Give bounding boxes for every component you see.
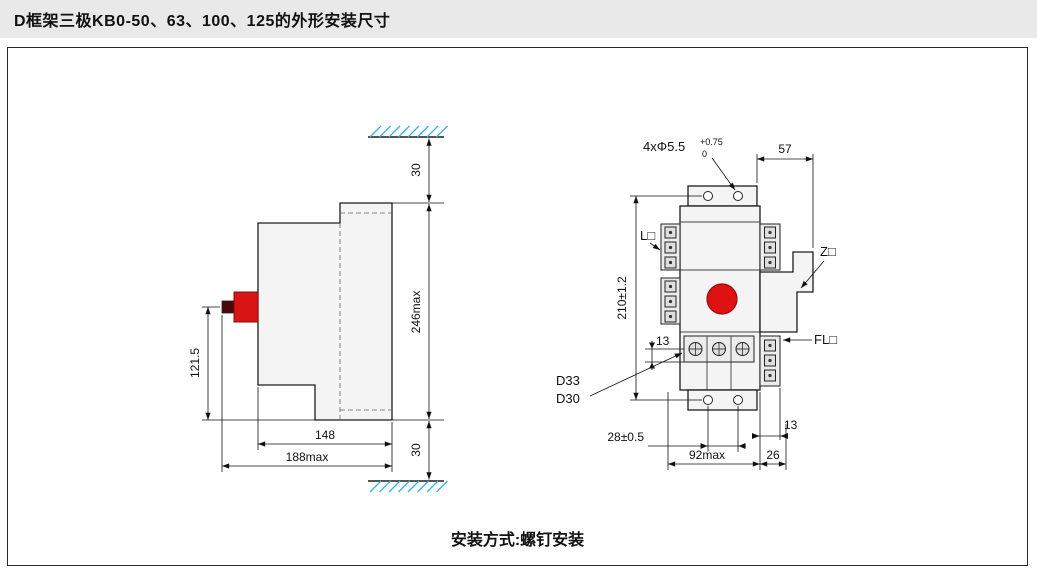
dim-bottom-clearance-label: 30 <box>409 443 423 457</box>
page-title: D框架三极KB0-50、63、100、125的外形安装尺寸 <box>14 13 391 30</box>
dim-hole-horizontal-label: 28±0.5 <box>607 430 644 444</box>
dim-body-width: 92max <box>667 392 761 470</box>
right-terminal-block-upper <box>759 223 781 271</box>
dim-overall-depth: 188max <box>221 315 393 472</box>
dim-right-ext-label: 26 <box>766 448 780 462</box>
dim-hole-vertical-label: 210±1.2 <box>615 276 629 320</box>
right-terminal-callout: Z□ <box>800 243 837 289</box>
terminal-left-label: L□ <box>640 228 655 243</box>
dim-height-chain: 30 246max 30 <box>392 138 444 480</box>
model-callout: D33 D30 <box>555 352 683 407</box>
left-terminal-block-upper <box>660 223 681 271</box>
left-terminal-block-lower <box>660 277 681 325</box>
dim-handle-height: 121.5 <box>187 306 315 421</box>
red-indicator-button <box>706 283 738 315</box>
middle-screw-terminals <box>683 335 755 363</box>
dim-overall-height-label: 246max <box>409 291 423 334</box>
mounting-holes-label: 4xΦ5.5 <box>643 139 685 154</box>
dim-mid-terminal-offset: 13 <box>645 333 684 370</box>
right-terminal-block-lower <box>759 335 781 387</box>
mounting-hole-top-left <box>703 191 713 201</box>
hole-tolerance-lower: 0 <box>702 149 707 159</box>
dim-side-extension: 57 <box>756 141 814 248</box>
dim-handle-height-label: 121.5 <box>188 348 202 378</box>
dim-top-clearance-label: 30 <box>409 163 423 177</box>
mounting-holes-callout: 4xΦ5.5 +0.75 0 <box>642 136 736 191</box>
terminal-right-label: Z□ <box>820 244 836 259</box>
dim-right-terminal-label: 13 <box>784 418 798 432</box>
dim-right-extension-width: 26 <box>759 424 787 470</box>
side-view-body <box>257 202 393 421</box>
dim-body-width-label: 92max <box>689 448 725 462</box>
model-d30-label: D30 <box>556 391 580 406</box>
handle-tip <box>221 300 235 314</box>
front-view: 210±1.2 57 4xΦ5.5 +0.75 0 L□ <box>555 136 838 470</box>
dim-hole-vertical-spacing: 210±1.2 <box>614 195 702 401</box>
content-frame <box>7 47 1028 566</box>
mounting-hole-bottom-right <box>733 395 743 405</box>
feedback-terminal-callout: FL□ <box>782 331 838 348</box>
hole-tolerance-upper: +0.75 <box>700 137 723 147</box>
title-bar: D框架三极KB0-50、63、100、125的外形安装尺寸 <box>0 0 1037 38</box>
mounting-hole-top-right <box>733 191 743 201</box>
top-mounting-surface <box>368 125 448 138</box>
side-view-rail-dashes <box>339 212 392 420</box>
mounting-hole-bottom-left <box>703 395 713 405</box>
dim-side-extension-label: 57 <box>778 142 792 156</box>
model-d33-label: D33 <box>556 373 580 388</box>
operating-handle <box>221 291 259 323</box>
left-terminal-callout: L□ <box>639 227 661 251</box>
dim-hole-horizontal-spacing: 28±0.5 <box>606 406 746 452</box>
terminal-feedback-label: FL□ <box>814 332 837 347</box>
dim-overall-depth-label: 188max <box>286 450 329 464</box>
dim-body-depth-label: 148 <box>315 428 335 442</box>
mounting-method-note: 安装方式:螺钉安装 <box>450 532 585 549</box>
dim-mid-offset-label: 13 <box>656 334 670 348</box>
handle-knob <box>233 291 259 323</box>
bottom-mounting-surface <box>368 480 448 493</box>
side-view: 30 246max 30 121.5 148 188max <box>187 125 448 493</box>
body-section-lines <box>680 221 760 390</box>
side-extension <box>759 251 814 333</box>
